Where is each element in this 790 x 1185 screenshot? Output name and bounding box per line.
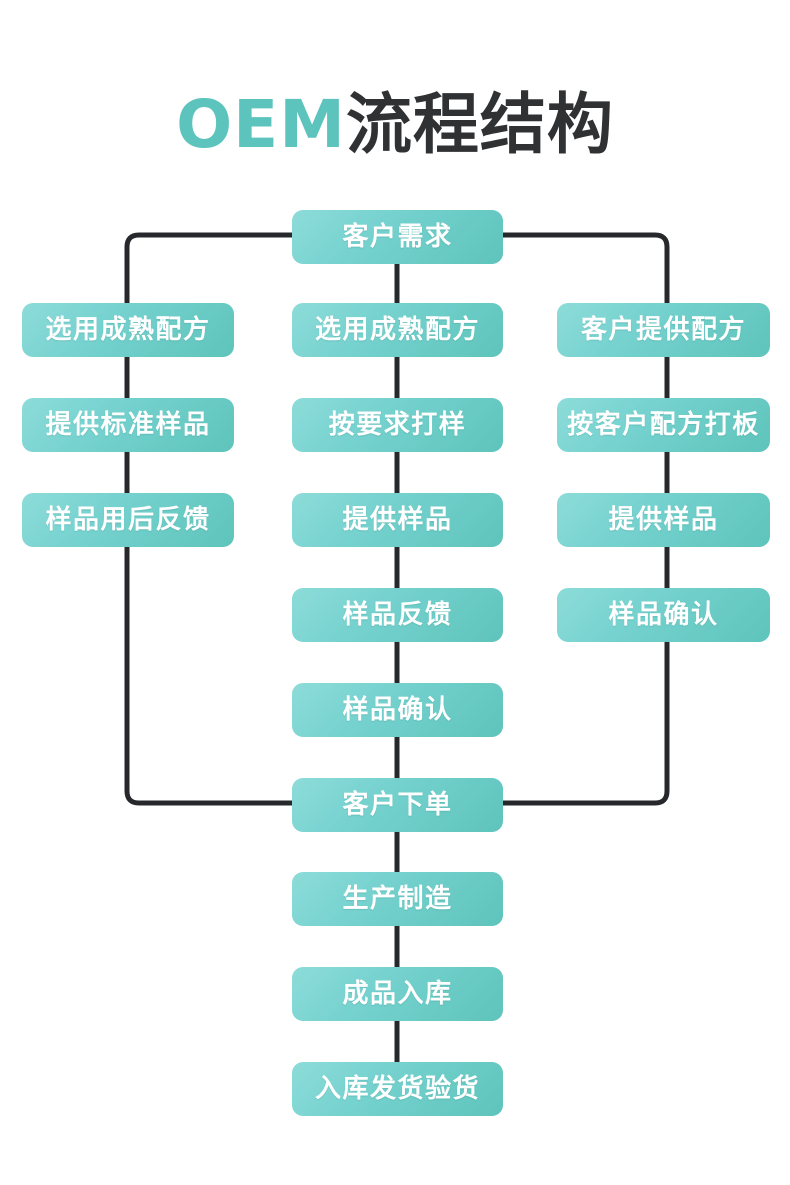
page-title-chinese: 流程结构 bbox=[345, 86, 614, 163]
node-right-4[interactable]: 样品确认 bbox=[557, 588, 770, 642]
node-mid-4[interactable]: 样品反馈 bbox=[292, 588, 503, 642]
node-right-1[interactable]: 客户提供配方 bbox=[557, 303, 770, 357]
node-order[interactable]: 客户下单 bbox=[292, 778, 503, 832]
node-tail-1[interactable]: 生产制造 bbox=[292, 872, 503, 926]
node-tail-2[interactable]: 成品入库 bbox=[292, 967, 503, 1021]
page-title-latin: OEM bbox=[176, 86, 346, 163]
node-left-2[interactable]: 提供标准样品 bbox=[22, 398, 234, 452]
node-right-2[interactable]: 按客户配方打板 bbox=[557, 398, 770, 452]
node-start[interactable]: 客户需求 bbox=[292, 210, 503, 264]
node-mid-1[interactable]: 选用成熟配方 bbox=[292, 303, 503, 357]
page-title: OEM流程结构 bbox=[0, 92, 790, 158]
node-left-1[interactable]: 选用成熟配方 bbox=[22, 303, 234, 357]
node-right-3[interactable]: 提供样品 bbox=[557, 493, 770, 547]
node-tail-3[interactable]: 入库发货验货 bbox=[292, 1062, 503, 1116]
node-mid-2[interactable]: 按要求打样 bbox=[292, 398, 503, 452]
node-mid-3[interactable]: 提供样品 bbox=[292, 493, 503, 547]
node-left-3[interactable]: 样品用后反馈 bbox=[22, 493, 234, 547]
node-mid-5[interactable]: 样品确认 bbox=[292, 683, 503, 737]
